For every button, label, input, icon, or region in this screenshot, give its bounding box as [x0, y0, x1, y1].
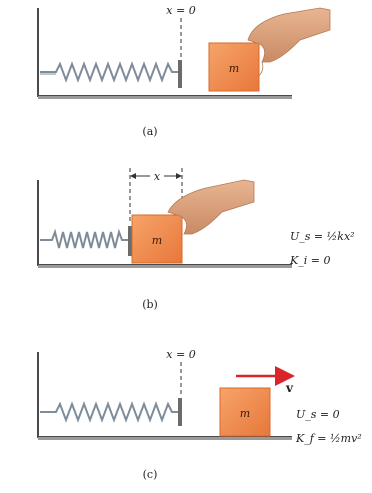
mass-label-b: m	[152, 234, 162, 247]
x0-label-c: x = 0	[166, 348, 195, 361]
hand-b	[167, 179, 255, 235]
spring-plate-c	[178, 398, 182, 426]
panel-b: x m U_s = ½kx² K_i = 0 (b)	[37, 168, 355, 311]
energy-us-c: U_s = 0	[296, 408, 340, 421]
spring-plate-a	[178, 60, 182, 88]
energy-ki-b: K_i = 0	[289, 254, 330, 267]
spring-b	[40, 228, 128, 249]
spring-c	[40, 401, 178, 423]
panel-a: x = 0 m (a)	[37, 4, 331, 138]
energy-kf-c: K_f = ½mv²	[295, 432, 362, 445]
mass-label-a: m	[229, 62, 239, 75]
x0-label-a: x = 0	[166, 4, 195, 17]
spring-plate-b	[128, 226, 132, 256]
caption-a: (a)	[142, 125, 157, 138]
caption-c: (c)	[143, 468, 158, 481]
block-a	[208, 42, 260, 92]
spring-a	[40, 61, 178, 83]
block-b	[131, 214, 183, 264]
energy-us-b: U_s = ½kx²	[290, 230, 355, 243]
velocity-label-c: v	[285, 381, 294, 395]
block-c	[219, 387, 271, 437]
mass-label-c: m	[240, 407, 250, 420]
displacement-label-b: x	[154, 170, 161, 183]
panel-c: x = 0 v m U_s = 0 K_f = ½mv² (c)	[37, 348, 362, 481]
hand-a	[247, 7, 331, 63]
caption-b: (b)	[142, 298, 158, 311]
